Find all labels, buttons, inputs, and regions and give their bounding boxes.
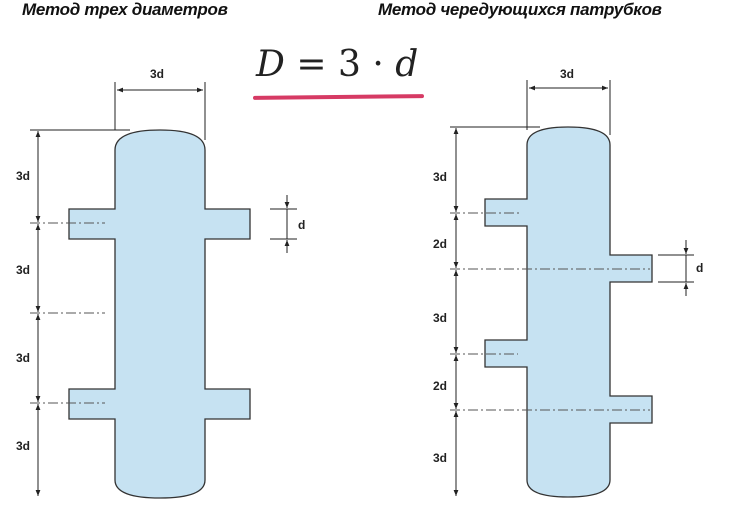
left-pipe-label: d xyxy=(298,218,305,232)
formula-factor: 3 xyxy=(337,44,361,85)
left-body xyxy=(68,129,251,499)
right-body xyxy=(484,126,653,498)
right-segment-label: 2d xyxy=(433,379,447,393)
right-segment-label: 3d xyxy=(433,311,447,325)
left-segment-label: 3d xyxy=(16,351,30,365)
left-width-label: 3d xyxy=(150,67,164,81)
left-segment-label: 3d xyxy=(16,263,30,277)
left-segment-label: 3d xyxy=(16,439,30,453)
right-pipe-label: d xyxy=(696,261,703,275)
right-separator: 3d d 3d 2d 3d 2d 3d xyxy=(433,67,703,498)
right-segment-label: 3d xyxy=(433,451,447,465)
right-segment-label: 3d xyxy=(433,170,447,184)
formula-dot: · xyxy=(372,44,384,85)
left-separator: 3d d 3d 3d 3d 3d xyxy=(16,67,305,499)
formula-var: d xyxy=(395,44,419,85)
formula-lhs: D xyxy=(256,44,285,85)
right-width-label: 3d xyxy=(560,67,574,81)
right-method-title: Метод чередующихся патрубков xyxy=(378,0,662,19)
formula: D = 3 · d xyxy=(256,44,418,85)
right-segment-label: 2d xyxy=(433,237,447,251)
left-method-title: Метод трех диаметров xyxy=(22,0,228,19)
left-segment-label: 3d xyxy=(16,169,30,183)
formula-eq: = xyxy=(296,44,327,85)
